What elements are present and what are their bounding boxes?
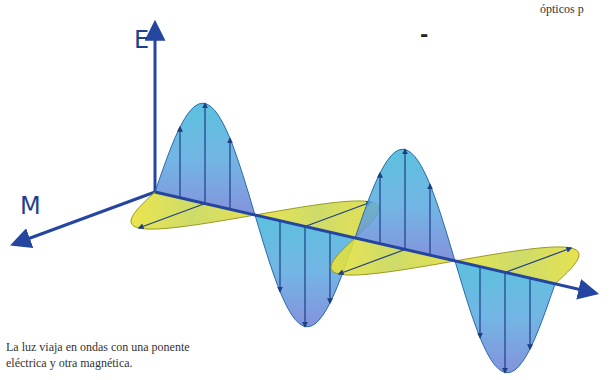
propagation-axis	[155, 192, 595, 293]
magnetic-vector	[339, 250, 405, 274]
electric-vector	[229, 139, 230, 210]
electric-vector	[179, 127, 180, 198]
electric-vector	[279, 221, 280, 292]
electric-vector	[304, 227, 305, 327]
electric-vector	[429, 185, 430, 256]
electric-vector	[479, 267, 480, 338]
electric-vector	[329, 232, 330, 303]
electric-vector	[379, 173, 380, 244]
mark: -	[420, 22, 428, 46]
electric-lobe	[155, 103, 255, 215]
e-axis	[154, 24, 157, 192]
electric-lobe	[455, 261, 555, 373]
electric-vector	[504, 273, 505, 373]
axis-label: M	[20, 192, 41, 220]
magnetic-vector	[139, 204, 205, 228]
electric-vector	[404, 150, 405, 250]
electric-vector	[529, 278, 530, 349]
cropped-text: ópticos p	[540, 2, 584, 17]
axis-label: E	[134, 26, 149, 54]
electric-lobe	[355, 149, 455, 261]
electric-vector	[204, 104, 205, 204]
figure-caption: La luz viaja en ondas con una ponente el…	[6, 340, 206, 371]
magnetic-vector	[505, 248, 571, 272]
